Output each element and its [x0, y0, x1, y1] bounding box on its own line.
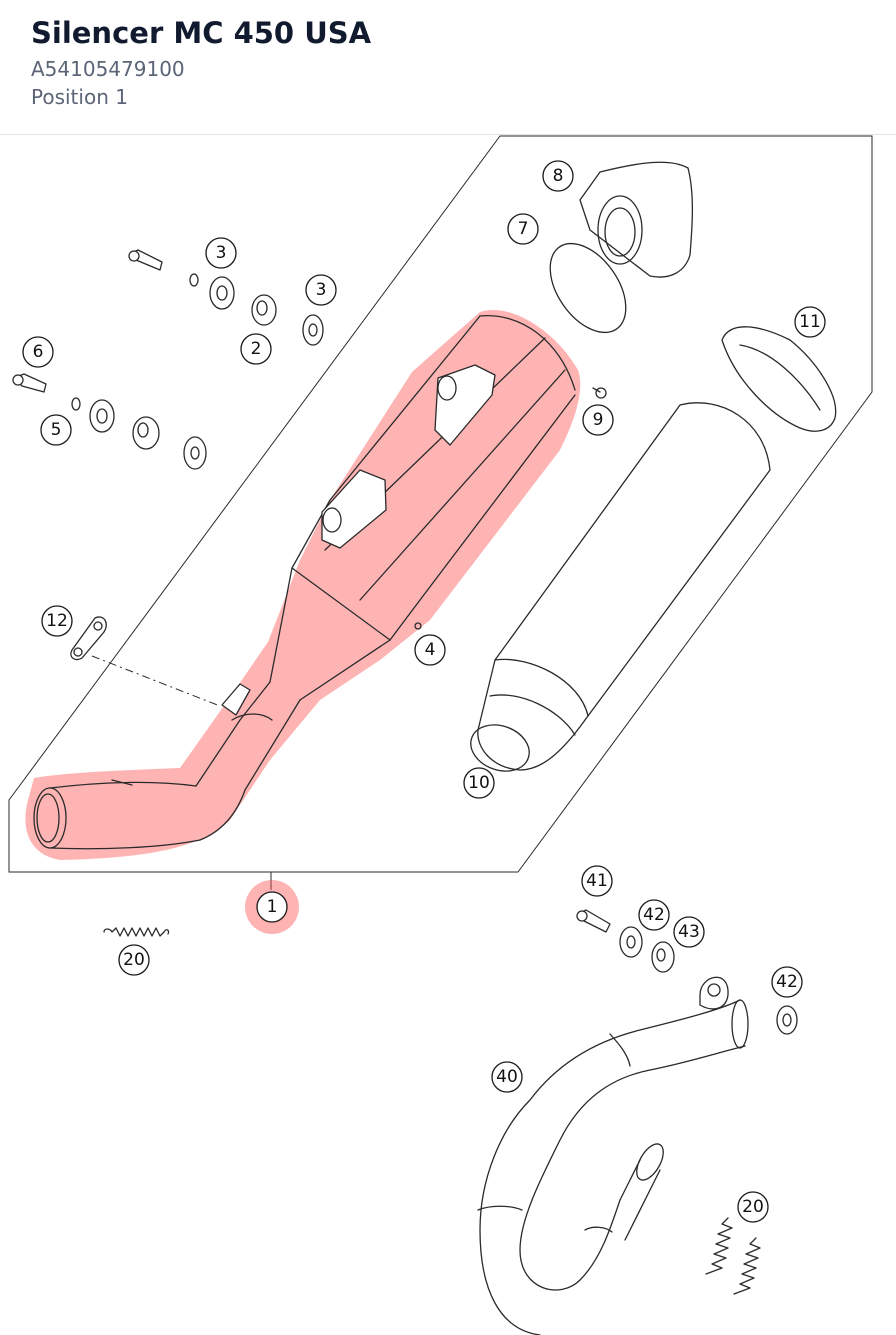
callout-2[interactable]: 2: [240, 333, 272, 365]
spring-part-20-right-a: [705, 1217, 733, 1275]
callout-41[interactable]: 41: [581, 865, 613, 897]
callout-42-a[interactable]: 42: [638, 899, 670, 931]
svg-text:42: 42: [776, 972, 798, 992]
callout-12[interactable]: 12: [41, 605, 73, 637]
svg-text:12: 12: [46, 611, 68, 631]
mount-hardware-bottom: [576, 909, 798, 1035]
svg-text:2: 2: [251, 339, 262, 359]
bracket-part-12: [70, 616, 107, 661]
callout-3-top[interactable]: 3: [205, 237, 237, 269]
page-title: Silencer MC 450 USA: [31, 16, 372, 50]
header: Silencer MC 450 USA A54105479100 Positio…: [0, 0, 896, 135]
mount-hardware-top: [128, 249, 324, 346]
callout-3-right[interactable]: 3: [305, 274, 337, 306]
svg-text:11: 11: [799, 312, 821, 332]
spring-part-20-left: [103, 927, 170, 937]
end-cap-part-8: [579, 161, 694, 278]
assembly-frame: [8, 135, 873, 873]
svg-text:41: 41: [586, 871, 608, 891]
svg-text:5: 5: [51, 420, 62, 440]
callout-42-b[interactable]: 42: [771, 966, 803, 998]
callout-11[interactable]: 11: [794, 306, 826, 338]
screw-part-9: [592, 387, 607, 399]
svg-text:40: 40: [496, 1067, 518, 1087]
callout-20-left[interactable]: 20: [118, 944, 150, 976]
part-number: A54105479100: [31, 57, 185, 81]
callout-43[interactable]: 43: [673, 916, 705, 948]
callout-6[interactable]: 6: [22, 336, 54, 368]
callout-5[interactable]: 5: [40, 414, 72, 446]
callout-20-right[interactable]: 20: [737, 1191, 769, 1223]
gasket-part-7: [549, 242, 627, 334]
callout-4[interactable]: 4: [414, 634, 446, 666]
svg-text:1: 1: [267, 897, 278, 917]
svg-text:7: 7: [518, 219, 529, 239]
outer-sleeve-part-10: [470, 402, 771, 772]
svg-text:8: 8: [553, 166, 564, 186]
svg-text:43: 43: [678, 922, 700, 942]
callout-8[interactable]: 8: [542, 160, 574, 192]
svg-text:20: 20: [742, 1197, 764, 1217]
svg-text:10: 10: [468, 773, 490, 793]
screw-part-4: [414, 622, 422, 630]
svg-text:4: 4: [425, 640, 436, 660]
position-label: Position 1: [31, 85, 128, 109]
header-pipe-part-40: [477, 976, 749, 1335]
svg-text:3: 3: [316, 280, 327, 300]
svg-text:6: 6: [33, 342, 44, 362]
callout-1[interactable]: 1: [256, 891, 288, 923]
svg-text:20: 20: [123, 950, 145, 970]
callout-10[interactable]: 10: [463, 767, 495, 799]
spring-part-20-right-b: [733, 1237, 761, 1295]
protector-part-11: [721, 326, 837, 432]
silencer-highlight[interactable]: [25, 309, 581, 861]
svg-text:42: 42: [643, 905, 665, 925]
callout-9[interactable]: 9: [582, 404, 614, 436]
silencer-part: [33, 315, 576, 850]
callout-7[interactable]: 7: [507, 213, 539, 245]
svg-text:9: 9: [593, 410, 604, 430]
svg-text:3: 3: [216, 243, 227, 263]
callout-40[interactable]: 40: [491, 1061, 523, 1093]
mount-hardware-left: [12, 373, 207, 470]
leader-dashdot: [91, 655, 221, 707]
